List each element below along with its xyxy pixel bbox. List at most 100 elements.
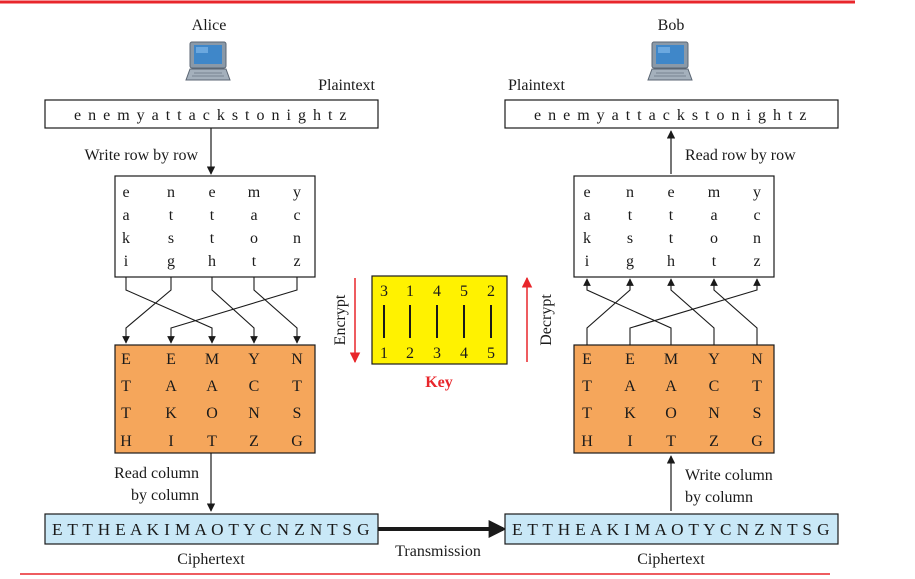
bob-plain-cell-r3c3: t	[669, 230, 674, 247]
bob-transposition-line-5	[629, 278, 761, 345]
alice-ciphertext-label: Ciphertext	[177, 551, 245, 568]
bob-cipher-cell-r3c5: S	[753, 405, 762, 422]
alice-plain-cell-r1c2: n	[167, 184, 175, 201]
alice-plain-cell-r3c4: o	[250, 230, 258, 247]
alice-cipher-cell-r3c3: O	[206, 405, 218, 422]
bob-plain-cell-r2c2: t	[628, 207, 633, 224]
bob-plain-cell-r3c2: s	[627, 230, 633, 247]
alice-write-label: Write row by row	[84, 147, 198, 164]
bob-cipher-cell-r3c4: N	[708, 405, 720, 422]
alice-cipher-cell-r4c3: T	[207, 433, 217, 450]
encrypt-label: Encrypt	[332, 294, 349, 345]
bob-cipher-cell-r2c4: C	[709, 378, 720, 395]
bob-plaintext-label: Plaintext	[508, 77, 565, 94]
alice-cipher-grid	[114, 344, 316, 454]
bob-plain-cell-r4c4: t	[712, 253, 717, 270]
alice-cipher-cell-r4c2: I	[168, 433, 173, 450]
bob-cipher-cell-r1c4: Y	[708, 351, 720, 368]
alice-cipher-cell-r4c5: G	[291, 433, 303, 450]
bob-plain-cell-r2c4: a	[710, 207, 717, 224]
bob-transposition-lines	[583, 278, 761, 345]
key-bottom-2: 2	[406, 345, 414, 362]
key-box	[371, 275, 508, 365]
alice-cipher-cell-r1c2: E	[166, 351, 176, 368]
alice-plain-cell-r1c4: m	[248, 184, 261, 201]
alice-cipher-cell-r3c5: S	[293, 405, 302, 422]
alice-plain-cell-r2c2: t	[169, 207, 174, 224]
bob-plain-cell-r3c1: k	[583, 230, 591, 247]
bob-transposition-line-1	[583, 278, 672, 345]
bob-cipher-cell-r2c2: A	[624, 378, 636, 395]
alice-transposition-lines	[122, 277, 301, 344]
alice-plain-cell-r1c5: y	[293, 184, 301, 201]
alice-cipher-cell-r1c3: M	[205, 351, 219, 368]
bob-cipher-cell-r3c3: O	[665, 405, 677, 422]
alice-transposition-line-3	[211, 277, 258, 344]
bob-plain-cell-r1c2: n	[626, 184, 634, 201]
bob-laptop-icon	[647, 41, 693, 81]
alice-plain-cell-r1c3: e	[208, 184, 215, 201]
bob-cipher-cell-r4c1: H	[581, 433, 593, 450]
alice-name: Alice	[192, 17, 227, 34]
bob-write-label-2: by column	[685, 489, 753, 506]
alice-plain-cell-r2c3: t	[210, 207, 215, 224]
bob-cipher-cell-r4c3: T	[666, 433, 676, 450]
alice-laptop-icon	[185, 41, 231, 81]
key-label: Key	[425, 374, 453, 391]
bob-plain-cell-r4c5: z	[753, 253, 760, 270]
alice-cipher-cell-r1c4: Y	[248, 351, 260, 368]
alice-transposition-line-4	[253, 277, 301, 344]
alice-transposition-line-1	[125, 277, 216, 344]
alice-cipher-cell-r1c1: E	[121, 351, 131, 368]
bob-plain-cell-r4c2: g	[626, 253, 634, 270]
bob-plain-cell-r3c5: n	[753, 230, 761, 247]
bob-cipher-cell-r4c5: G	[751, 433, 763, 450]
alice-plain-cell-r2c1: a	[122, 207, 129, 224]
bob-plain-cell-r2c5: c	[753, 207, 760, 224]
bob-plain-cell-r1c3: e	[667, 184, 674, 201]
key-bottom-4: 4	[460, 345, 468, 362]
bob-cipher-cell-r4c4: Z	[709, 433, 719, 450]
alice-cipher-cell-r3c4: N	[248, 405, 260, 422]
alice-plain-cell-r1c1: e	[122, 184, 129, 201]
bob-plain-cell-r2c3: t	[669, 207, 674, 224]
alice-cipher-cell-r1c5: N	[291, 351, 303, 368]
key-bottom-5: 5	[487, 345, 495, 362]
alice-plain-cell-r4c5: z	[293, 253, 300, 270]
bob-ciphertext-label: Ciphertext	[637, 551, 705, 568]
key-top-3: 4	[433, 283, 441, 300]
alice-plain-cell-r3c1: k	[122, 230, 130, 247]
alice-read-label-2: by column	[131, 487, 199, 504]
transmission-label: Transmission	[395, 543, 481, 560]
bob-cipher-cell-r2c1: T	[582, 378, 592, 395]
alice-cipher-cell-r4c1: H	[120, 433, 132, 450]
alice-plain-cell-r3c5: n	[293, 230, 301, 247]
alice-cipher-cell-r2c3: A	[206, 378, 218, 395]
bob-plain-cell-r4c3: h	[667, 253, 675, 270]
alice-cipher-cell-r2c1: T	[121, 378, 131, 395]
bob-write-label-1: Write column	[685, 467, 773, 484]
alice-plaintext: e n e m y a t t a c k s t o n i g h t z	[74, 107, 348, 124]
bob-plain-grid	[573, 175, 775, 278]
alice-cipher-cell-r2c5: T	[292, 378, 302, 395]
alice-plain-cell-r2c4: a	[250, 207, 257, 224]
alice-plain-grid	[114, 175, 316, 278]
alice-cipher-cell-r2c2: A	[165, 378, 177, 395]
key-bottom-3: 3	[433, 345, 441, 362]
bob-cipher-cell-r3c1: T	[582, 405, 592, 422]
bob-transposition-line-3	[667, 278, 715, 345]
bob-name: Bob	[658, 17, 685, 34]
decrypt-label: Decrypt	[538, 294, 555, 346]
bob-cipher-cell-r1c3: M	[664, 351, 678, 368]
bob-cipher-cell-r1c2: E	[625, 351, 635, 368]
alice-transposition-line-2	[122, 277, 172, 344]
alice-cipher-cell-r2c4: C	[249, 378, 260, 395]
alice-plaintext-label: Plaintext	[318, 77, 375, 94]
bob-cipher-cell-r1c1: E	[582, 351, 592, 368]
bob-plain-cell-r1c4: m	[708, 184, 721, 201]
